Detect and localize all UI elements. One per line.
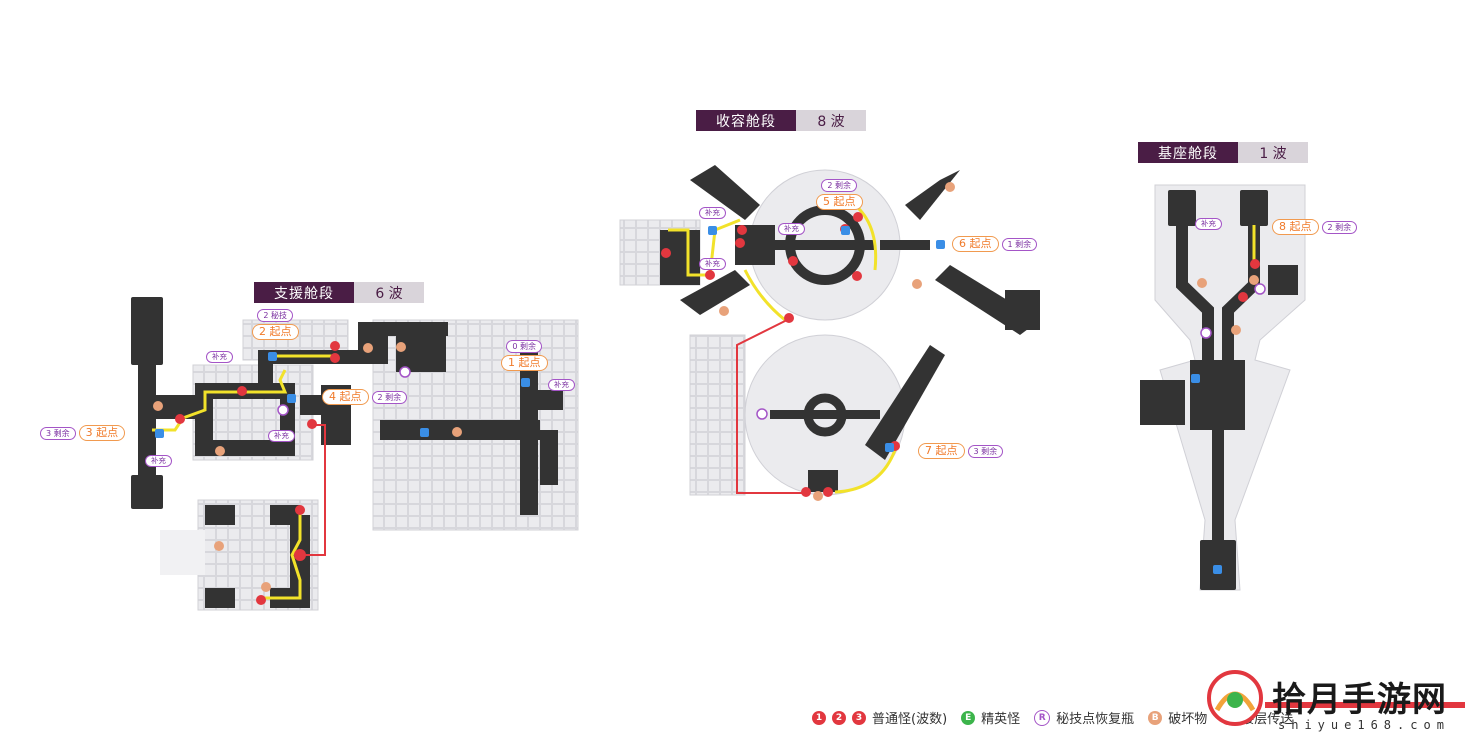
section-support-map (131, 297, 579, 611)
legend-normal: 普通怪(波数) (872, 712, 948, 727)
section-name: 收容舱段 (696, 110, 796, 131)
watermark-url: shiyue168.com (1278, 718, 1450, 732)
supply-tag: 补充 (699, 207, 726, 219)
start-point-3: 3 剩余 3 起点 (40, 425, 126, 441)
start-point-2: 2 秘技 2 起点 (252, 309, 299, 340)
start-remaining: 0 剩余 (506, 340, 543, 353)
section-header-containment: 收容舱段 8 波 (696, 110, 866, 131)
recovery-markers (277, 283, 1266, 420)
supply-tag: 补充 (778, 223, 805, 235)
start-point-4: 4 起点 2 剩余 (322, 389, 408, 405)
section-waves: 6 波 (354, 282, 424, 303)
start-remaining: 2 秘技 (257, 309, 294, 322)
watermark-logo (1207, 670, 1465, 726)
start-remaining: 2 剩余 (371, 390, 408, 404)
legend-elite: 精英怪 (981, 712, 1021, 727)
section-waves: 1 波 (1238, 142, 1308, 163)
start-point-5: 2 剩余 5 起点 (816, 179, 863, 210)
elite-icon: E (961, 710, 976, 725)
legend-recovery: 秘技点恢复瓶 (1056, 712, 1135, 727)
start-point-8: 8 起点 2 剩余 (1272, 219, 1358, 235)
start-label: 1 起点 (501, 355, 548, 371)
start-remaining: 2 剩余 (1321, 220, 1358, 234)
start-remaining: 1 剩余 (1001, 237, 1038, 251)
supply-tag: 补充 (268, 430, 295, 442)
start-label: 4 起点 (322, 389, 369, 405)
start-label: 7 起点 (918, 443, 965, 459)
section-header-support: 支援舱段 6 波 (254, 282, 424, 303)
teleport-icons (155, 226, 1222, 574)
supply-tag: 补充 (548, 379, 575, 391)
breakable-markers (153, 182, 1259, 592)
normal-icon: 3 (852, 710, 866, 725)
section-name: 基座舱段 (1138, 142, 1238, 163)
map-legend: 1 2 3 普通怪(波数) E 精英怪 R 秘技点恢复瓶 B 破坏物 A 楼层传… (812, 708, 1293, 727)
section-name: 支援舱段 (254, 282, 354, 303)
start-label: 8 起点 (1272, 219, 1319, 235)
section-waves: 8 波 (796, 110, 866, 131)
supply-tag: 补充 (206, 351, 233, 363)
start-label: 3 起点 (78, 425, 126, 441)
supply-tag: 补充 (1195, 218, 1222, 230)
start-label: 5 起点 (816, 194, 863, 210)
start-remaining: 3 剩余 (40, 426, 76, 440)
supply-tag: 补充 (699, 258, 726, 270)
enemy-markers (175, 212, 1260, 605)
breakable-icon: B (1148, 710, 1163, 725)
legend-breakable: 破坏物 (1168, 712, 1208, 727)
watermark-title: 拾月手游网 (1272, 680, 1447, 720)
start-remaining: 3 剩余 (967, 444, 1004, 458)
start-point-6: 6 起点 1 剩余 (952, 236, 1038, 252)
section-header-base: 基座舱段 1 波 (1138, 142, 1308, 163)
start-point-1: 0 剩余 1 起点 (501, 340, 548, 371)
normal-icon: 1 (812, 710, 826, 725)
start-label: 6 起点 (952, 236, 999, 252)
start-label: 2 起点 (252, 324, 299, 340)
section-base-map (1140, 184, 1306, 591)
recovery-icon: R (1034, 709, 1051, 726)
start-remaining: 2 剩余 (821, 179, 858, 192)
start-point-7: 7 起点 3 剩余 (918, 443, 1004, 459)
connector-a-markers (307, 313, 811, 497)
supply-tag: 补充 (145, 455, 172, 467)
normal-icon: 2 (832, 710, 846, 725)
